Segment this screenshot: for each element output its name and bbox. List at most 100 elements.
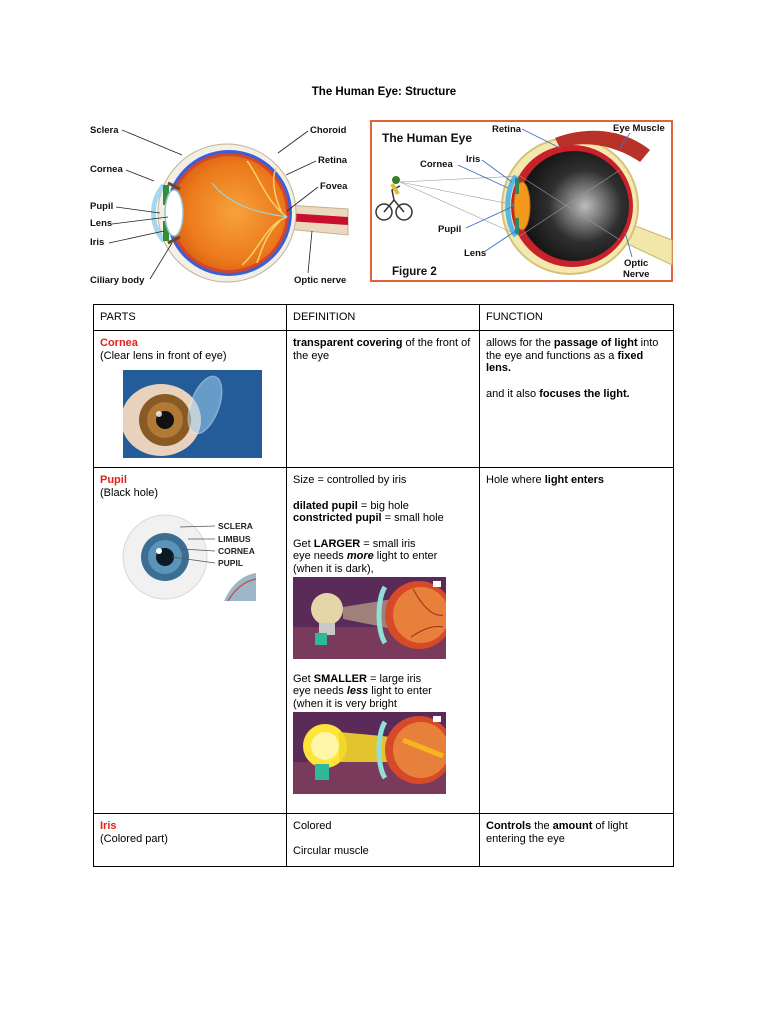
- smaller-a: Get: [293, 672, 314, 685]
- less-b: less: [346, 685, 369, 697]
- cell-pupil-part: Pupil (Black hole) SCLERA: [93, 467, 287, 814]
- cornea-fn-c: into the eye and functions as a: [486, 337, 659, 362]
- cornea-definition-text: transparent covering of the front of the…: [293, 337, 473, 362]
- pupil-fn-a: Hole where: [486, 474, 545, 486]
- cornea-description: (Clear lens in front of eye): [100, 349, 227, 362]
- iris-fn-d: of light entering the eye: [486, 820, 628, 845]
- label-optic-nerve: Optic nerve: [294, 275, 346, 286]
- smaller-b: SMALLER: [313, 672, 367, 685]
- label-fovea: Fovea: [320, 181, 348, 192]
- more-c: light to enter: [373, 550, 438, 562]
- human-eye-figure-2: The Human Eye Figure 2 Retina Eye Muscle…: [370, 120, 673, 282]
- pupil-diagram-pupil: PUPIL: [218, 558, 243, 568]
- label-retina: Retina: [318, 155, 348, 166]
- table-row-iris: Iris (Colored part) Colored Circular mus…: [93, 813, 674, 867]
- constricted-bold: constricted pupil: [293, 512, 382, 524]
- dim-light-eye-illustration: [293, 577, 473, 663]
- dilated-rest: = big hole: [357, 499, 409, 512]
- cell-cornea-function: allows for the passage of light into the…: [479, 330, 674, 468]
- iris-description: (Colored part): [100, 832, 168, 845]
- eye-parts-table: PARTS DEFINITION FUNCTION Cornea (Clear …: [93, 304, 674, 867]
- cornea-fn-d: fixed lens.: [486, 349, 644, 375]
- cornea-photo: [121, 370, 280, 462]
- eye-cross-section-diagram: Sclera Cornea Pupil Lens Iris Ciliary bo…: [82, 113, 354, 293]
- iris-def-1: Colored: [293, 820, 332, 832]
- more-b: more: [346, 550, 374, 562]
- cell-pupil-function: Hole where light enters: [479, 467, 674, 814]
- label-lens: Lens: [90, 218, 112, 229]
- fig2-label-retina: Retina: [492, 124, 522, 135]
- cell-iris-function: Controls the amount of light entering th…: [479, 813, 674, 867]
- fig2-label-eye-muscle: Eye Muscle: [613, 123, 665, 134]
- dilated-pupil-text: dilated pupil = big hole: [293, 500, 473, 513]
- pupil-function-text: Hole where light enters: [486, 474, 667, 487]
- larger-c: = small iris: [360, 537, 416, 550]
- cornea-fn2-b: focuses the light.: [539, 387, 630, 400]
- cyclist-icon: [375, 176, 413, 221]
- header-definition: DEFINITION: [286, 304, 480, 331]
- dark-text: (when it is dark),: [293, 562, 374, 575]
- iris-fn-b: the: [531, 820, 553, 832]
- larger-text: Get LARGER = small iris: [293, 538, 473, 551]
- pupil-diagram-limbus: LIMBUS: [218, 534, 251, 544]
- header-parts: PARTS: [93, 304, 287, 331]
- label-sclera: Sclera: [90, 125, 119, 136]
- bright-light-eye-illustration: [293, 712, 473, 798]
- cell-iris-definition: Colored Circular muscle: [286, 813, 480, 867]
- larger-a: Get: [293, 537, 314, 550]
- constricted-rest: = small hole: [381, 512, 444, 524]
- iris-name: Iris: [100, 820, 117, 832]
- fig2-label-lens: Lens: [464, 248, 486, 259]
- bright-text: (when it is very bright: [293, 697, 397, 710]
- pupil-size-text: Size = controlled by iris: [293, 474, 407, 486]
- page-title: The Human Eye: Structure: [311, 86, 457, 98]
- table-row-cornea: Cornea (Clear lens in front of eye) tran…: [93, 330, 674, 468]
- cornea-function-2: and it also focuses the light.: [486, 388, 667, 401]
- smaller-text: Get SMALLER = large iris: [293, 673, 473, 686]
- cell-pupil-definition: Size = controlled by iris dilated pupil …: [286, 467, 480, 814]
- pupil-name: Pupil: [100, 474, 127, 486]
- cornea-fn-a: allows for the: [486, 337, 554, 349]
- larger-b: LARGER: [313, 537, 361, 550]
- fig2-caption: Figure 2: [392, 266, 437, 278]
- pupil-diagram-sclera: SCLERA: [218, 521, 253, 531]
- cornea-name: Cornea: [100, 337, 138, 349]
- fig2-label-iris: Iris: [466, 154, 480, 165]
- less-a: eye needs: [293, 685, 347, 697]
- cell-cornea-definition: transparent covering of the front of the…: [286, 330, 480, 468]
- fig2-label-pupil: Pupil: [438, 224, 461, 235]
- cell-iris-part: Iris (Colored part): [93, 813, 287, 867]
- table-row-pupil: Pupil (Black hole) SCLERA: [93, 467, 674, 814]
- fig2-label-cornea: Cornea: [420, 159, 453, 170]
- cornea-fn-b: passage of light: [553, 337, 638, 349]
- label-iris: Iris: [90, 237, 104, 248]
- smaller-c: = large iris: [366, 672, 422, 685]
- pupil-eye-diagram: SCLERA LIMBUS CORNEA PUPIL: [120, 513, 280, 607]
- cornea-definition-bold: transparent covering: [293, 337, 403, 349]
- pupil-description: (Black hole): [100, 486, 159, 499]
- pupil-fn-b: light enters: [544, 474, 604, 486]
- constricted-pupil-text: constricted pupil = small hole: [293, 512, 473, 525]
- iris-def-2: Circular muscle: [293, 844, 369, 857]
- cell-cornea-part: Cornea (Clear lens in front of eye): [93, 330, 287, 468]
- fig2-label-nerve: Nerve: [623, 269, 649, 280]
- less-c: light to enter: [368, 685, 432, 697]
- cornea-definition-rest: of the front of the eye: [293, 337, 471, 362]
- fig2-title: The Human Eye: [382, 131, 472, 145]
- label-cornea: Cornea: [90, 164, 123, 175]
- iris-fn-c: amount: [552, 820, 593, 832]
- less-light-text: eye needs less light to enter: [293, 685, 473, 698]
- header-function: FUNCTION: [479, 304, 674, 331]
- iris-function-text: Controls the amount of light entering th…: [486, 820, 667, 845]
- iris-fn-a: Controls: [486, 820, 532, 832]
- label-ciliary-body: Ciliary body: [90, 275, 145, 286]
- cornea-function-1: allows for the passage of light into the…: [486, 337, 667, 375]
- pupil-diagram-cornea: CORNEA: [218, 546, 255, 556]
- label-choroid: Choroid: [310, 125, 347, 136]
- cornea-fn2-a: and it also: [486, 387, 540, 400]
- more-a: eye needs: [293, 550, 347, 562]
- dilated-bold: dilated pupil: [293, 499, 358, 512]
- fig2-label-optic: Optic: [624, 258, 648, 269]
- label-pupil: Pupil: [90, 201, 113, 212]
- table-header-row: PARTS DEFINITION FUNCTION: [93, 304, 674, 331]
